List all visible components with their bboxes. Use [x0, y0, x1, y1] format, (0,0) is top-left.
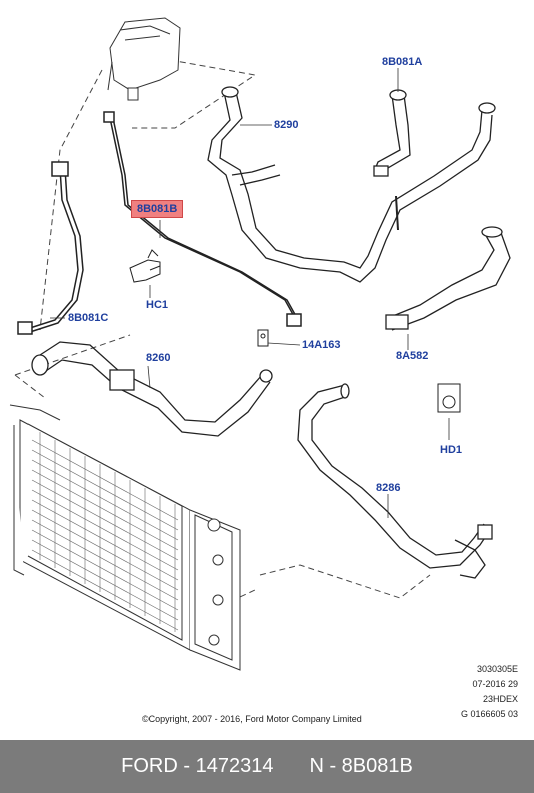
footer-bar: FORD - 1472314 N - 8B081B: [0, 740, 534, 793]
degas-hose-8b081b: [103, 111, 302, 327]
label-8b081c[interactable]: 8B081C: [68, 312, 109, 324]
label-hd1[interactable]: HD1: [440, 444, 463, 456]
clip-hd1: [437, 383, 461, 413]
drawing-metadata: 3030305E 07-2016 29 23HDEX G 0166605 03: [461, 662, 518, 722]
meta-line-3: 23HDEX: [482, 694, 518, 704]
label-8a582[interactable]: 8A582: [396, 350, 429, 362]
clip-hc1: [129, 249, 161, 283]
label-8b081b-highlighted[interactable]: 8B081B: [131, 200, 184, 218]
label-14a163[interactable]: 14A163: [302, 339, 341, 351]
hose-8b081c: [17, 161, 84, 335]
hose-8260: [31, 341, 273, 437]
meta-line-4: G 0166605 03: [460, 709, 518, 719]
hose-8a582: [385, 226, 511, 331]
footer-part-number: FORD - 1472314: [121, 755, 274, 777]
coolant-reservoir: [107, 17, 181, 101]
meta-line-2: 07-2016 29: [472, 679, 518, 689]
hose-8b081a: [373, 89, 411, 177]
label-hc1[interactable]: HC1: [146, 299, 169, 311]
label-8b081a[interactable]: 8B081A: [382, 56, 423, 68]
bracket-14a163: [257, 329, 269, 347]
label-8286[interactable]: 8286: [376, 482, 401, 494]
radiator-side-tank: [194, 514, 233, 661]
hose-8286: [297, 383, 493, 579]
footer-part-code: N - 8B081B: [309, 755, 413, 777]
parts-diagram: [9, 17, 511, 671]
label-8260[interactable]: 8260: [146, 352, 171, 364]
hose-8290: [207, 86, 496, 283]
meta-line-1: 3030305E: [476, 664, 518, 674]
label-8290[interactable]: 8290: [274, 119, 299, 131]
copyright-notice: ©Copyright, 2007 - 2016, Ford Motor Comp…: [142, 714, 362, 724]
radiator-fins: [31, 432, 179, 632]
